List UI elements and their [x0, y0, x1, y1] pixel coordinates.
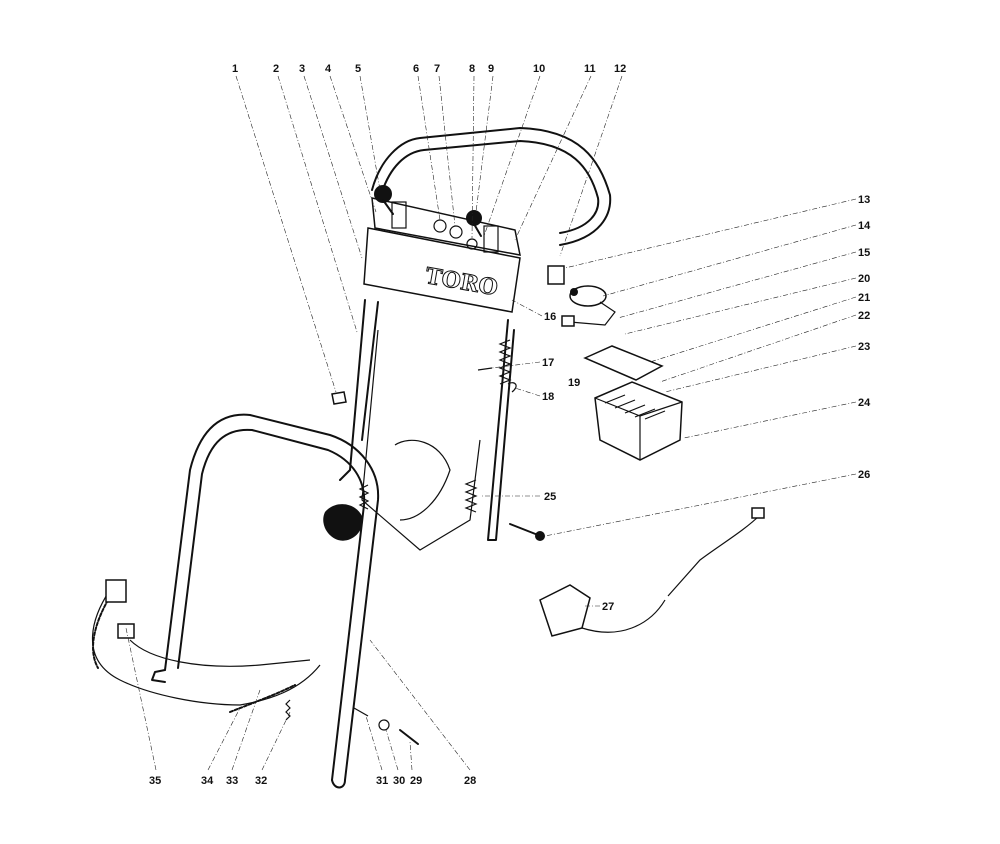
callout-32: 32 [255, 775, 267, 787]
clip-18 [507, 382, 517, 393]
callout-34: 34 [201, 775, 214, 787]
callout-8: 8 [469, 63, 475, 75]
callout-18: 18 [542, 391, 554, 403]
callout-29: 29 [410, 775, 422, 787]
callout-4: 4 [325, 63, 332, 75]
gauge-3 [466, 238, 478, 250]
callout-11: 11 [584, 63, 596, 75]
plug-15 [561, 315, 575, 327]
callout-6: 6 [413, 63, 419, 75]
gauge-2 [449, 225, 463, 239]
bolt-26-head [535, 531, 545, 541]
callout-26: 26 [858, 469, 870, 481]
callout-14: 14 [858, 220, 871, 232]
spring-32 [285, 699, 291, 721]
handle-knob [323, 504, 363, 541]
switch-13 [547, 265, 565, 285]
callout-2: 2 [273, 63, 279, 75]
spring-16 [498, 339, 512, 385]
callout-28: 28 [464, 775, 476, 787]
callout-33: 33 [226, 775, 238, 787]
callout-16: 16 [544, 311, 556, 323]
spring-upper-lower [358, 484, 370, 510]
callout-35: 35 [149, 775, 161, 787]
washer-30 [378, 719, 390, 731]
wire-15 [569, 301, 616, 326]
connector-35-a [105, 579, 127, 603]
battery-24 [594, 381, 683, 461]
battery-cover-19 [583, 345, 664, 381]
callout-1: 1 [232, 63, 238, 75]
callout-7: 7 [434, 63, 440, 75]
pin-29 [399, 729, 419, 745]
control-knob-right [466, 210, 482, 226]
callout-17: 17 [542, 357, 554, 369]
gauge-1 [433, 219, 447, 233]
callout-31: 31 [376, 775, 388, 787]
callout-22: 22 [858, 310, 870, 322]
spring-25 [464, 479, 478, 513]
callout-13: 13 [858, 194, 870, 206]
panel-slot-left [391, 201, 407, 229]
lower-handle [151, 413, 380, 789]
callout-20: 20 [858, 273, 870, 285]
bolt-17 [477, 367, 493, 371]
bolt-26 [509, 523, 539, 536]
callout-21: 21 [858, 292, 870, 304]
callout-10: 10 [533, 63, 545, 75]
charger-27 [539, 507, 765, 637]
panel-slot-right [483, 225, 499, 253]
callout-25: 25 [544, 491, 556, 503]
callout-23: 23 [858, 341, 870, 353]
clip-1 [331, 391, 347, 405]
callout-15: 15 [858, 247, 870, 259]
upper-handle [371, 127, 612, 246]
wire-harness [91, 579, 321, 713]
nut-31 [353, 707, 369, 717]
callout-12: 12 [614, 63, 626, 75]
control-panel: TORO [363, 197, 521, 313]
callout-5: 5 [355, 63, 361, 75]
leader-lines [125, 75, 857, 771]
upper-handle-frame [339, 299, 515, 551]
connector-35-b [117, 623, 135, 639]
callout-27: 27 [602, 601, 614, 613]
callout-numbers: 1 2 3 4 5 6 7 8 9 10 11 12 13 14 15 16 1… [149, 63, 871, 787]
callout-9: 9 [488, 63, 494, 75]
callout-30: 30 [393, 775, 405, 787]
lever-right [473, 223, 482, 237]
callout-24: 24 [858, 397, 871, 409]
control-knob-left [374, 185, 392, 203]
solenoid-14 [569, 285, 607, 307]
callout-3: 3 [299, 63, 305, 75]
lever-left [382, 199, 394, 215]
callout-19: 19 [568, 377, 580, 389]
